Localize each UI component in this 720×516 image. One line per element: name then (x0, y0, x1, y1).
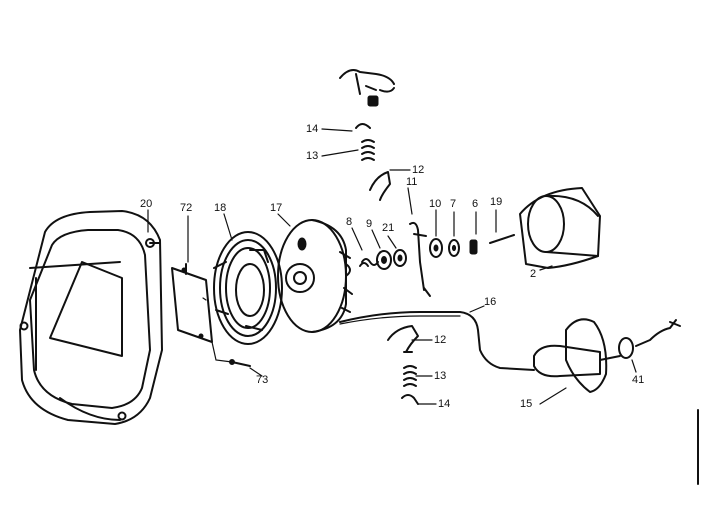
clip-bottom (401, 394, 419, 405)
callout-10: 10 (429, 198, 442, 210)
starter-handle (533, 318, 621, 393)
pin-part (489, 234, 515, 244)
callout-19: 19 (490, 196, 503, 208)
callout-8: 8 (346, 216, 353, 228)
pawl-assembly-top (339, 69, 395, 107)
pawl-top (369, 171, 391, 201)
callout-14-bottom: 14 (438, 398, 451, 410)
callout-16: 16 (484, 296, 497, 308)
callout-15: 15 (520, 398, 533, 410)
callout-21: 21 (382, 222, 395, 234)
callout-41: 41 (632, 374, 645, 386)
callout-12-bottom: 12 (434, 334, 447, 346)
callout-73: 73 (256, 374, 269, 386)
housing-shroud (19, 210, 163, 425)
callout-6: 6 (472, 198, 479, 210)
cable-end-fitting (618, 319, 681, 359)
pulley-part (277, 219, 353, 333)
screw-part (229, 359, 251, 367)
spring-top (361, 139, 375, 161)
control-cable (339, 311, 535, 371)
callout-13-top: 13 (306, 150, 319, 162)
callout-11: 11 (406, 176, 418, 188)
small-parts-stack (359, 249, 407, 270)
washers-nut (429, 238, 478, 258)
spring-bottom (403, 365, 417, 387)
rope-guide-cup (519, 187, 601, 269)
callout-20: 20 (140, 198, 153, 210)
callout-18: 18 (214, 202, 227, 214)
clip-top (355, 123, 371, 129)
callout-13-bottom: 13 (434, 370, 447, 382)
pawl-bottom (387, 325, 419, 353)
callout-17: 17 (270, 202, 283, 214)
callout-9: 9 (366, 218, 373, 230)
callout-72: 72 (180, 202, 193, 214)
leader-lines (147, 128, 637, 405)
bracket-plate (171, 263, 233, 363)
recoil-spring (213, 231, 283, 345)
callout-14-top: 14 (306, 123, 319, 135)
callout-2: 2 (530, 268, 537, 280)
lever-part (409, 221, 431, 297)
callout-7: 7 (450, 198, 457, 210)
callout-12-top: 12 (412, 164, 425, 176)
